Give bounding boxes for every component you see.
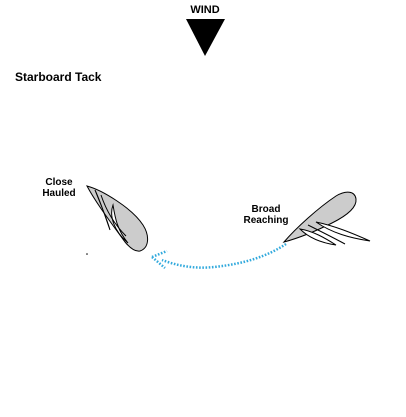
wind-label: WIND xyxy=(190,4,219,16)
close-hauled-label-line1: Close xyxy=(45,177,73,188)
diagram-title: Starboard Tack xyxy=(15,70,102,84)
broad-reaching-boat-icon xyxy=(282,191,371,246)
close-hauled-label-line2: Hauled xyxy=(42,188,75,199)
close-hauled-mainsail xyxy=(94,189,111,231)
close-hauled-sheet-line xyxy=(100,194,127,237)
broad-reaching-mainsail xyxy=(315,221,371,242)
broad-reaching-label-line2: Reaching xyxy=(243,215,288,226)
broad-reaching-label-line1: Broad xyxy=(252,204,281,215)
course-arrow-head xyxy=(151,249,168,269)
stray-dot xyxy=(86,253,88,255)
close-hauled-jib xyxy=(111,203,129,244)
broad-reaching-sheet-line xyxy=(307,224,346,245)
course-arrow-icon xyxy=(151,242,287,269)
close-hauled-boat-icon xyxy=(86,185,148,252)
broad-reaching-jib xyxy=(298,228,337,246)
wind-arrow-icon xyxy=(186,19,225,56)
close-hauled-hull xyxy=(86,185,148,252)
course-arrow-line xyxy=(161,242,287,269)
